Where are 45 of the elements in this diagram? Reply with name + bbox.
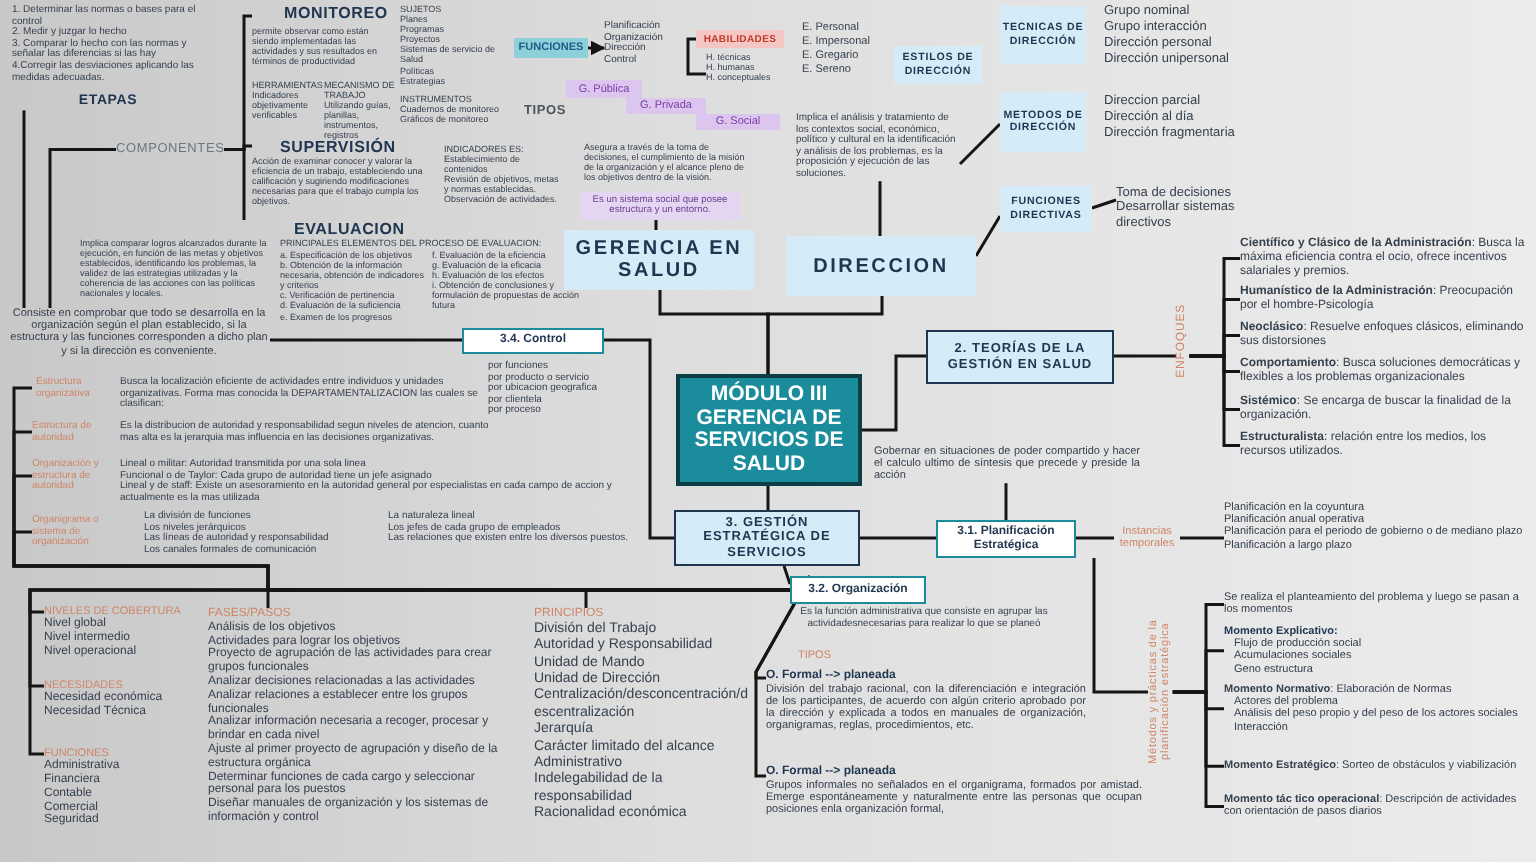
tag-box (696, 114, 780, 130)
connector-line (224, 148, 246, 220)
connector-line (878, 181, 882, 236)
tag-box (1000, 186, 1092, 232)
subtopic-box (936, 520, 1076, 558)
connector-line (766, 296, 884, 374)
topic-label: GERENCIA EN SALUD (573, 238, 745, 282)
connector-line (1092, 558, 1148, 694)
connector-line (1091, 198, 1117, 210)
tag-box (626, 98, 706, 114)
topic-box (926, 330, 1114, 384)
tag-box (1000, 92, 1086, 152)
tag-box (696, 30, 784, 48)
topic-label: MÓDULO III GERENCIA DE SERVICIOS DE SALUD (692, 384, 846, 476)
connector-line (604, 338, 674, 540)
connector-line (1114, 354, 1176, 358)
section-heading: SUPERVISIÓN (280, 138, 398, 156)
topic-box (786, 236, 976, 296)
connector-line (974, 215, 1002, 257)
tag-box (566, 80, 642, 98)
subtopic-box (462, 328, 604, 354)
section-heading: EVALUACION (294, 220, 407, 238)
connector-line (766, 486, 770, 510)
central-topic-box (676, 374, 862, 486)
connector-line (860, 536, 936, 540)
connector-line (654, 220, 658, 230)
arrow (588, 40, 606, 56)
subtopic-box (790, 576, 926, 604)
topic-label: DIRECCION (813, 255, 949, 277)
connector-line (862, 354, 926, 432)
connector-line (48, 148, 116, 310)
note-box (580, 192, 740, 220)
connector-line (22, 110, 26, 308)
connector-line (270, 338, 462, 342)
connector-line (1172, 690, 1224, 808)
connector-line (1076, 536, 1114, 540)
topic-box (564, 230, 754, 290)
section-heading: MONITOREO (284, 4, 390, 22)
connector-line (1189, 354, 1240, 448)
topic-box (674, 510, 860, 566)
connector-line (1004, 483, 1008, 520)
connector-line (782, 565, 792, 585)
connector-line (958, 122, 1002, 166)
connector-line (1180, 536, 1224, 540)
connector-line (686, 37, 706, 76)
